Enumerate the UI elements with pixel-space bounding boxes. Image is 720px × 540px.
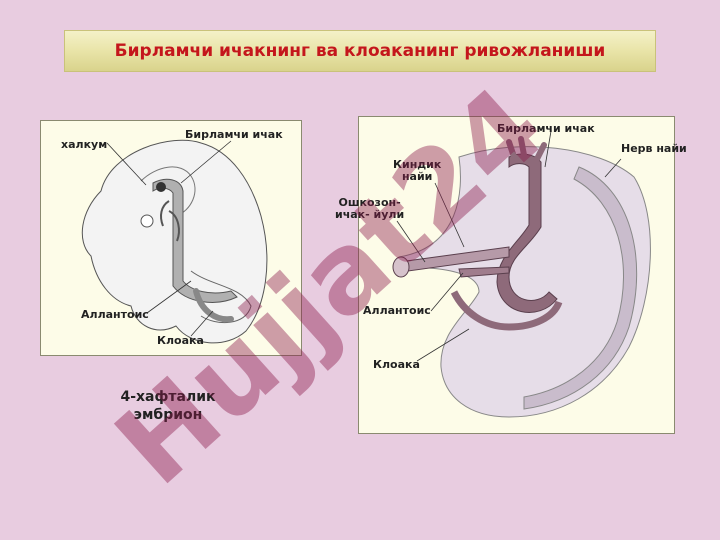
label-halkum: халкум bbox=[61, 138, 108, 151]
label-primary-gut-right: Бирламчи ичак bbox=[497, 122, 595, 135]
label-umbilical-duct-line-1: Киндик bbox=[393, 158, 442, 171]
left-embryo-illustration bbox=[81, 139, 268, 344]
right-embryo-illustration bbox=[392, 130, 651, 418]
label-allantois-right: Аллантоис bbox=[363, 304, 431, 317]
label-umbilical-duct-line-2: найи bbox=[401, 170, 433, 183]
neural-tube-band bbox=[523, 166, 638, 410]
label-cloaca-right: Клоака bbox=[373, 358, 420, 371]
label-umbilical-duct: Киндик найи bbox=[393, 159, 441, 183]
label-vitelline-duct: Ошкозон- ичак- йули bbox=[335, 197, 404, 221]
label-neural-tube: Нерв найи bbox=[621, 142, 687, 155]
caption-line-2: эмбрион bbox=[133, 407, 203, 423]
embryo-caption: 4-хафталик эмбрион bbox=[110, 388, 226, 424]
right-embryo-panel: Бирламчи ичак Нерв найи Киндик найи Ошко… bbox=[335, 116, 687, 434]
label-allantois-left: Аллантоис bbox=[81, 308, 149, 321]
left-gut-tube bbox=[152, 178, 238, 303]
label-vitelline-duct-line-2: ичак- йули bbox=[335, 208, 405, 221]
caption-line-1: 4-хафталик bbox=[120, 389, 216, 405]
label-vitelline-duct-line-1: Ошкозон- bbox=[338, 196, 401, 209]
slide-title: Бирламчи ичакнинг ва клоаканинг ривожлан… bbox=[64, 30, 656, 72]
right-gut-tube bbox=[496, 153, 558, 313]
left-embryo-panel: халкум Бирламчи ичак Аллантоис Клоака bbox=[40, 120, 302, 356]
label-cloaca-left: Клоака bbox=[157, 334, 204, 347]
label-primary-gut-left: Бирламчи ичак bbox=[185, 128, 283, 141]
halkum-mark bbox=[156, 182, 166, 192]
